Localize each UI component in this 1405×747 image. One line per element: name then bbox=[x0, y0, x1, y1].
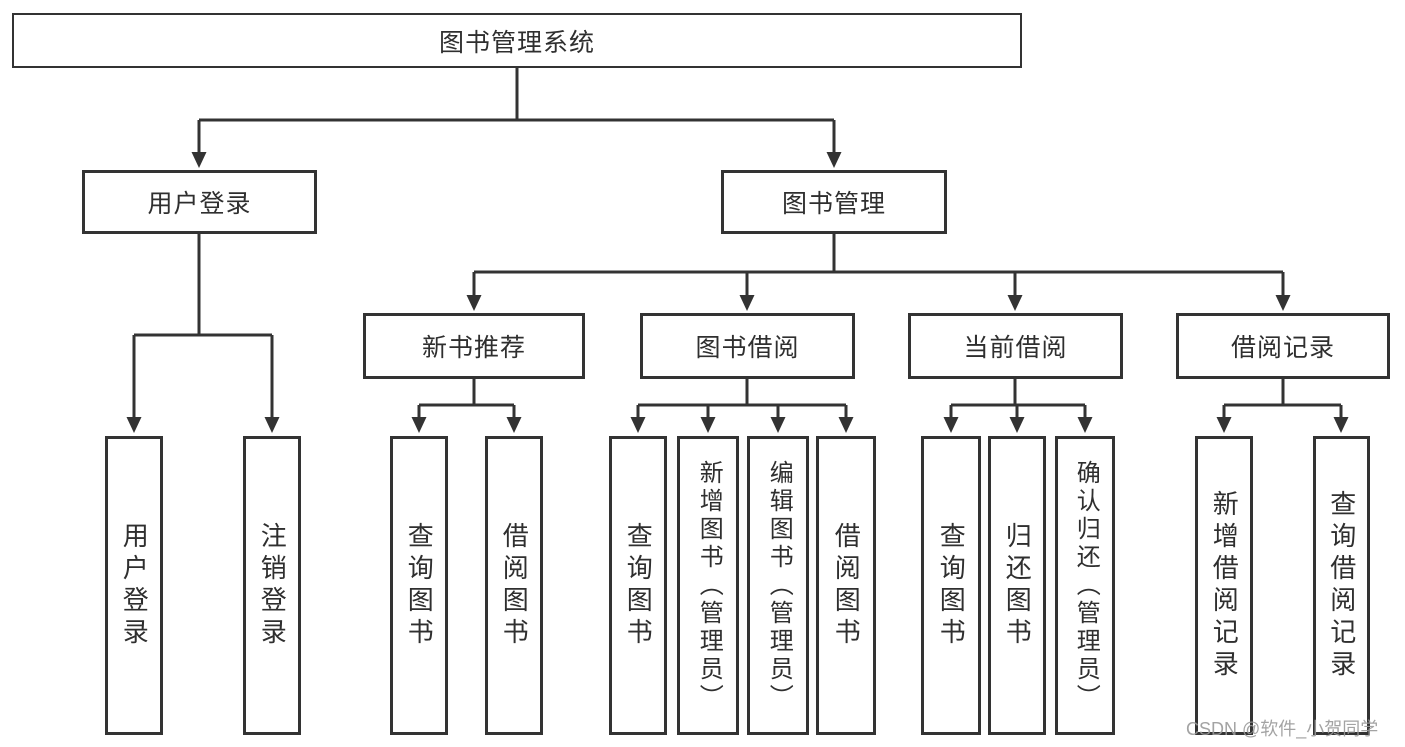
node-label: 用户登录 bbox=[147, 190, 252, 218]
leaf-current-query-books: 查询图书 bbox=[921, 436, 981, 735]
node-label: 图书借阅 bbox=[695, 334, 800, 362]
leaf-user-login: 用户登录 bbox=[105, 436, 163, 735]
leaf-add-book-admin: 新增图书（管理员） bbox=[677, 436, 739, 735]
node-root: 图书管理系统 bbox=[12, 13, 1022, 68]
node-borrow-records: 借阅记录 bbox=[1176, 313, 1390, 379]
node-label: 归还图书 bbox=[1002, 521, 1033, 650]
node-label: 确认归还（管理员） bbox=[1072, 459, 1100, 712]
leaf-add-borrow-record: 新增借阅记录 bbox=[1195, 436, 1253, 735]
node-label: 新增图书（管理员） bbox=[695, 459, 723, 712]
leaf-recommend-query-books: 查询图书 bbox=[390, 436, 448, 735]
node-label: 新书推荐 bbox=[421, 334, 526, 362]
node-label: 查询借阅记录 bbox=[1326, 489, 1357, 682]
leaf-return-books: 归还图书 bbox=[988, 436, 1046, 735]
leaf-recommend-borrow-books: 借阅图书 bbox=[485, 436, 543, 735]
node-new-book-recommend: 新书推荐 bbox=[363, 313, 585, 379]
leaf-borrow-query-books: 查询图书 bbox=[609, 436, 667, 735]
leaf-logout: 注销登录 bbox=[243, 436, 301, 735]
node-label: 注销登录 bbox=[257, 521, 288, 650]
node-label: 查询图书 bbox=[404, 521, 435, 650]
node-book-borrow: 图书借阅 bbox=[640, 313, 855, 379]
node-label: 图书管理系统 bbox=[438, 28, 595, 57]
node-label: 借阅图书 bbox=[831, 521, 862, 650]
node-label: 当前借阅 bbox=[963, 334, 1068, 362]
node-current-borrow: 当前借阅 bbox=[908, 313, 1123, 379]
node-label: 用户登录 bbox=[119, 521, 150, 650]
node-label: 查询图书 bbox=[936, 521, 967, 650]
node-user-login: 用户登录 bbox=[82, 170, 317, 234]
leaf-edit-book-admin: 编辑图书（管理员） bbox=[747, 436, 809, 735]
node-label: 新增借阅记录 bbox=[1209, 489, 1240, 682]
node-label: 图书管理 bbox=[781, 190, 886, 218]
leaf-query-borrow-record: 查询借阅记录 bbox=[1313, 436, 1370, 735]
leaf-confirm-return-admin: 确认归还（管理员） bbox=[1055, 436, 1115, 735]
node-label: 查询图书 bbox=[623, 521, 654, 650]
node-label: 借阅图书 bbox=[499, 521, 530, 650]
node-label: 编辑图书（管理员） bbox=[765, 459, 793, 712]
leaf-borrow-books: 借阅图书 bbox=[816, 436, 876, 735]
csdn-watermark: CSDN @软件_小贺同学 bbox=[1186, 719, 1379, 739]
node-label: 借阅记录 bbox=[1230, 334, 1335, 362]
node-book-management: 图书管理 bbox=[721, 170, 947, 234]
